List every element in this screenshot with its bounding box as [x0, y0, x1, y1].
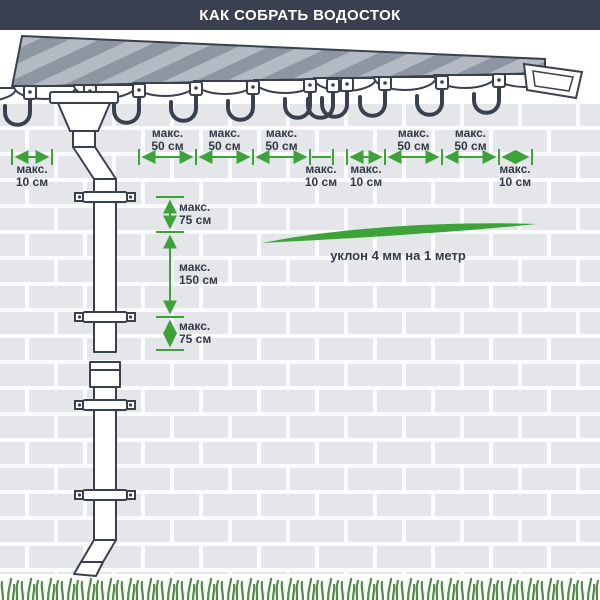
pipe-clamp	[74, 399, 136, 411]
grass	[0, 577, 600, 600]
dim-label-offset-4: макс. 10 см	[498, 162, 532, 189]
pipe-dimension-lines	[156, 196, 184, 351]
pipe-clamp	[74, 191, 136, 203]
dim-label-spacing-4: макс. 50 см	[397, 126, 430, 153]
dim-label-spacing-1: макс. 50 см	[151, 126, 184, 153]
pipe-clamp	[74, 489, 136, 501]
dim-label-spacing-3: макс. 50 см	[265, 126, 298, 153]
spacing-dimension-lines	[11, 149, 533, 165]
dim-label-spacing-5: макс. 50 см	[454, 126, 487, 153]
roof	[0, 34, 558, 101]
pipe-coupling	[89, 361, 121, 388]
dim-label-offset-3: макс. 10 см	[349, 162, 383, 189]
dimension-ticks	[156, 196, 184, 351]
dim-label-spacing-2: макс. 50 см	[208, 126, 241, 153]
funnel-body	[57, 102, 111, 132]
dimension-ticks	[11, 149, 533, 165]
dim-label-pipe-75-top: макс. 75 см	[179, 200, 212, 227]
upper-pipe	[93, 178, 117, 353]
dim-label-pipe-75-bottom: макс. 75 см	[179, 319, 212, 346]
slope-label: уклон 4 мм на 1 метр	[330, 248, 466, 263]
header-bar: КАК СОБРАТЬ ВОДОСТОК	[0, 0, 600, 30]
dim-label-offset-2: макс. 10 см	[304, 162, 338, 189]
slope-arrow	[262, 223, 536, 243]
dim-label-pipe-150: макс. 150 см	[179, 260, 218, 287]
outlet-spout	[73, 561, 104, 577]
dim-label-offset-1: макс. 10 см	[15, 162, 49, 189]
funnel-rim	[49, 91, 119, 104]
downpipe-assembly	[49, 91, 121, 577]
pipe-clamps	[74, 191, 136, 501]
gutter-end-cap	[522, 62, 584, 100]
funnel-outlet	[72, 130, 96, 148]
page-title: КАК СОБРАТЬ ВОДОСТОК	[199, 6, 401, 24]
pipe-clamp	[74, 311, 136, 323]
